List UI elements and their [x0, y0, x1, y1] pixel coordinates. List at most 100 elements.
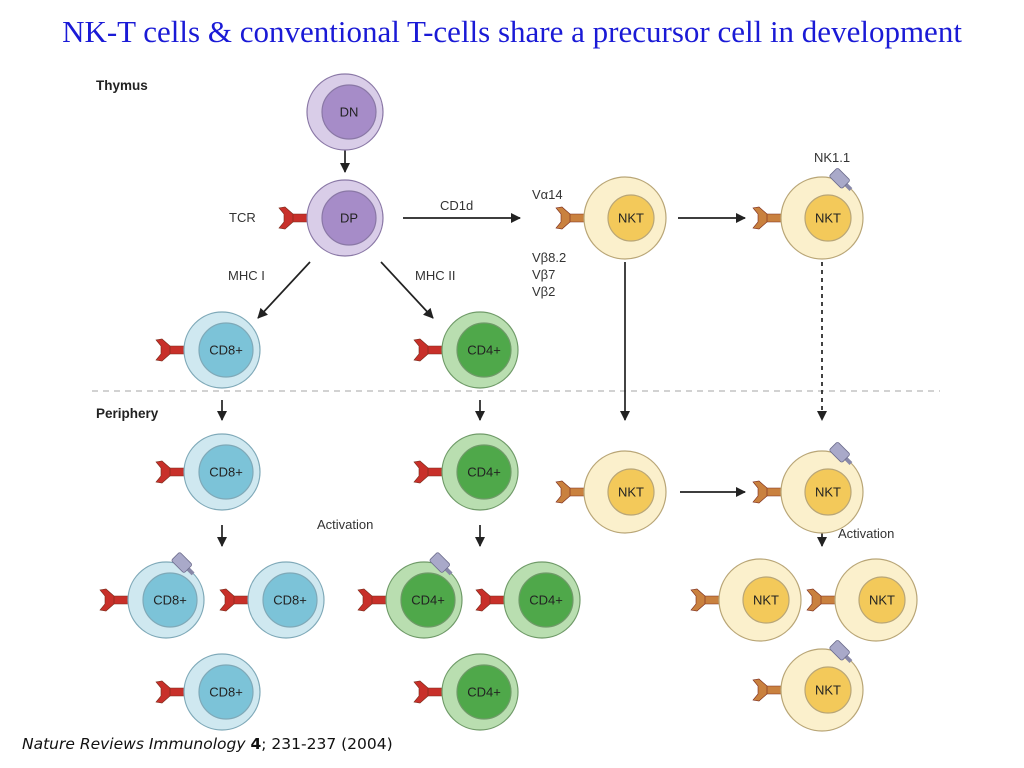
cell-cd4-periphery: CD4+: [413, 433, 519, 511]
label-nk11: NK1.1: [814, 150, 850, 165]
label-vb-2: Vβ2: [532, 284, 555, 299]
tcr-fork: [752, 206, 768, 230]
section-label-thymus: Thymus: [96, 78, 148, 93]
citation: Nature Reviews Immunology 4; 231-237 (20…: [22, 735, 393, 753]
tcr-fork: [99, 588, 115, 612]
cell-nkt-activated-1: NKT: [690, 558, 802, 642]
cell-nucleus: [400, 572, 456, 628]
marker-head: [829, 168, 850, 189]
tcr-fork: [155, 680, 171, 704]
cell-nucleus: [262, 572, 318, 628]
nk11-marker-icon: [829, 442, 853, 465]
marker-stem: [844, 655, 853, 663]
cell-cd4-thymus: CD4+: [413, 311, 519, 389]
cell-dp: DP: [278, 179, 384, 257]
cell-label: CD8+: [209, 685, 243, 700]
cell-label: NKT: [815, 683, 841, 698]
cell-nucleus: [858, 576, 906, 624]
marker-head: [171, 552, 192, 573]
cell-label: CD4+: [467, 465, 501, 480]
marker-stem: [844, 457, 853, 465]
marker-stem: [186, 567, 195, 576]
arrow-dp-to-cd8: [257, 261, 311, 319]
label-tcr: TCR: [229, 210, 256, 225]
cell-nucleus: [142, 572, 198, 628]
cell-nkt-periphery-1: NKT: [555, 450, 667, 534]
cell-nucleus: [198, 664, 254, 720]
arrows-group: [216, 150, 828, 548]
cell-nkt-activated-3: NKT: [752, 640, 864, 732]
label-mhc1: MHC I: [228, 268, 265, 283]
marker-stem: [844, 183, 853, 191]
arrow-dp-to-cd4: [380, 261, 434, 319]
nk11-marker-icon: [171, 552, 195, 576]
cell-label: NKT: [618, 211, 644, 226]
tcr-fork: [413, 338, 429, 362]
cell-nucleus: [456, 664, 512, 720]
nk11-marker-icon: [829, 168, 853, 191]
cell-nucleus: [198, 322, 254, 378]
cell-cd4-activated-1: CD4+: [357, 552, 463, 639]
cells-group: DN DP CD8+ CD4+ NKT NKT CD8+ CD4+ NKT NKT CD8+ CD8+…: [99, 73, 918, 732]
marker-stem: [444, 567, 453, 576]
cell-nucleus: [804, 194, 852, 242]
cell-label: CD4+: [467, 685, 501, 700]
cell-label: DN: [340, 105, 359, 120]
tcr-fork: [155, 460, 171, 484]
cell-nucleus: [518, 572, 574, 628]
cell-cd8-activated-2: CD8+: [219, 561, 325, 639]
cell-label: CD8+: [209, 465, 243, 480]
tcr-fork: [475, 588, 491, 612]
cell-label: CD4+: [467, 343, 501, 358]
cell-nucleus: [198, 444, 254, 500]
tcr-fork: [155, 338, 171, 362]
cell-nucleus: [742, 576, 790, 624]
tcr-fork: [278, 206, 294, 230]
tcr-fork: [806, 588, 822, 612]
cell-label: DP: [340, 211, 358, 226]
cell-cd4-memory: CD4+: [413, 653, 519, 731]
cell-nucleus: [456, 444, 512, 500]
cell-label: NKT: [815, 211, 841, 226]
tcr-fork: [219, 588, 235, 612]
label-vb-0: Vβ8.2: [532, 250, 566, 265]
cell-nucleus: [456, 322, 512, 378]
cell-label: NKT: [869, 593, 895, 608]
cell-nkt-thymus-2: NKT: [752, 168, 864, 260]
cell-label: CD4+: [529, 593, 563, 608]
cell-dn: DN: [306, 73, 384, 151]
cell-nucleus: [607, 194, 655, 242]
tcr-fork: [690, 588, 706, 612]
cell-nkt-activated-2: NKT: [806, 558, 918, 642]
cell-label: CD8+: [273, 593, 307, 608]
tcr-fork: [752, 678, 768, 702]
citation-pages-year: ; 231-237 (2004): [261, 735, 393, 753]
cell-nucleus: [804, 468, 852, 516]
tcr-fork: [752, 480, 768, 504]
citation-journal: Nature Reviews Immunology: [22, 735, 246, 753]
nk11-marker-icon: [829, 640, 853, 663]
label-va14: Vα14: [532, 187, 563, 202]
tcr-fork: [555, 480, 571, 504]
cell-nucleus: [607, 468, 655, 516]
cell-label: CD4+: [411, 593, 445, 608]
label-mhc2: MHC II: [415, 268, 455, 283]
tcr-fork: [555, 206, 571, 230]
cell-cd8-thymus: CD8+: [155, 311, 261, 389]
cell-cd4-activated-2: CD4+: [475, 561, 581, 639]
cell-nucleus: [321, 190, 377, 246]
cell-nkt-periphery-2: NKT: [752, 442, 864, 534]
slide-title: NK-T cells & conventional T-cells share …: [62, 14, 962, 49]
cell-cd8-activated-1: CD8+: [99, 552, 205, 639]
label-activation-conventional: Activation: [317, 517, 373, 532]
tcr-fork: [357, 588, 373, 612]
tcr-fork: [413, 680, 429, 704]
tcr-fork: [413, 460, 429, 484]
marker-head: [829, 640, 850, 661]
cell-label: NKT: [753, 593, 779, 608]
citation-volume: 4: [250, 735, 262, 753]
cell-cd8-memory: CD8+: [155, 653, 261, 731]
cell-label: NKT: [815, 485, 841, 500]
cell-label: NKT: [618, 485, 644, 500]
